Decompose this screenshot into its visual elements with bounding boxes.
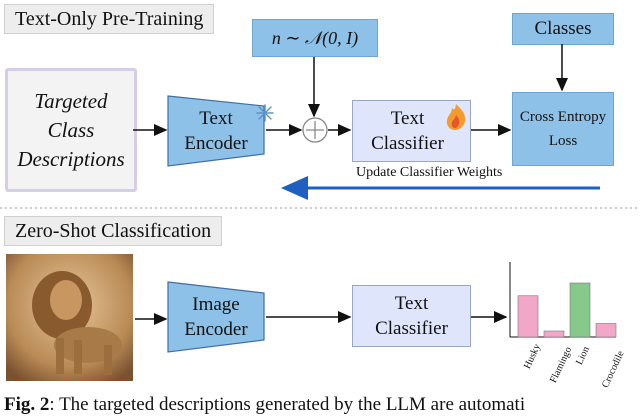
encoder-line: Image <box>192 294 240 315</box>
bar-husky <box>517 295 539 338</box>
image-encoder-label: Image Encoder <box>176 292 256 342</box>
caption-text: : The targeted descriptions generated by… <box>49 394 526 415</box>
ce-line: Loss <box>548 133 578 149</box>
encoder-line: Encoder <box>184 319 248 340</box>
encoder-line: Encoder <box>184 133 248 154</box>
fire-icon <box>446 104 466 130</box>
noise-box: n ∼ 𝒩(0, I) <box>252 19 378 57</box>
snowflake-icon <box>256 104 274 122</box>
lion-image <box>6 254 133 381</box>
targeted-line: Targeted <box>34 88 108 113</box>
ce-line: Cross Entropy <box>519 109 607 125</box>
section-label-pretraining: Text-Only Pre-Training <box>4 4 215 34</box>
plus-circle-icon <box>302 117 328 143</box>
prediction-bar-chart <box>509 262 617 338</box>
targeted-line: Descriptions <box>17 146 125 171</box>
encoder-line: Text <box>199 108 233 129</box>
cross-entropy-loss-box: Cross Entropy Loss <box>512 92 614 166</box>
caption-prefix: Fig. 2 <box>4 394 50 415</box>
targeted-line: Class <box>47 117 95 142</box>
section-label-zeroshot: Zero-Shot Classification <box>4 216 223 246</box>
figure-caption: Fig. 2: The targeted descriptions genera… <box>4 394 525 416</box>
classes-box: Classes <box>512 13 614 45</box>
text-classifier-box-zeroshot: Text Classifier <box>352 285 471 347</box>
bar-lion <box>569 282 591 338</box>
bar-flamingo <box>543 330 565 338</box>
text-encoder-label: Text Encoder <box>176 106 256 156</box>
classifier-line: Classifier <box>371 133 444 154</box>
update-weights-label: Update Classifier Weights <box>356 165 503 180</box>
classifier-line: Text <box>390 108 425 129</box>
text-classifier-box: Text Classifier <box>352 100 471 162</box>
targeted-descriptions-box: Targeted Class Descriptions <box>5 68 137 192</box>
classifier-line: Text <box>394 293 429 314</box>
image-encoder-shape <box>167 281 265 353</box>
bar-crocodile <box>595 323 617 338</box>
text-encoder-shape <box>167 95 265 167</box>
classifier-line: Classifier <box>375 318 448 339</box>
